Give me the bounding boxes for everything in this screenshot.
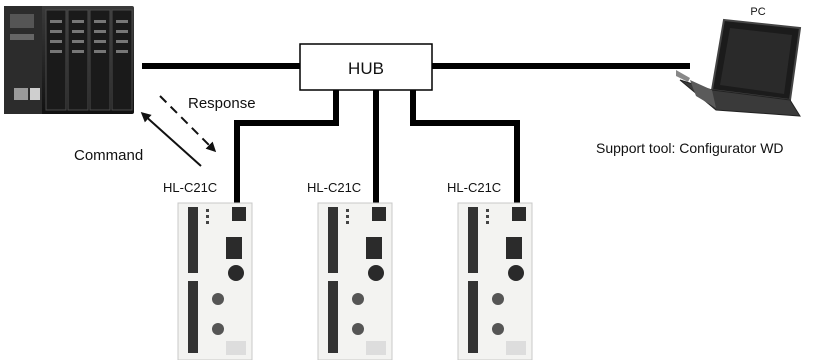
unit-3-label: HL-C21C: [447, 180, 501, 195]
laptop-pc: [676, 20, 800, 116]
command-label: Command: [74, 147, 143, 164]
controller-unit-3: [458, 203, 532, 360]
controller-unit-1: [178, 203, 252, 360]
unit-1-label: HL-C21C: [163, 180, 217, 195]
controller-unit-2: [318, 203, 392, 360]
command-arrow: [143, 114, 201, 166]
pc-caption: Support tool: Configurator WD: [596, 140, 784, 156]
unit-2-label: HL-C21C: [307, 180, 361, 195]
hub-label: HUB: [348, 59, 384, 78]
pc-label: PC: [750, 6, 765, 18]
hub-device: HUB: [300, 44, 432, 90]
plc-device: [4, 6, 134, 114]
response-label: Response: [188, 95, 256, 112]
